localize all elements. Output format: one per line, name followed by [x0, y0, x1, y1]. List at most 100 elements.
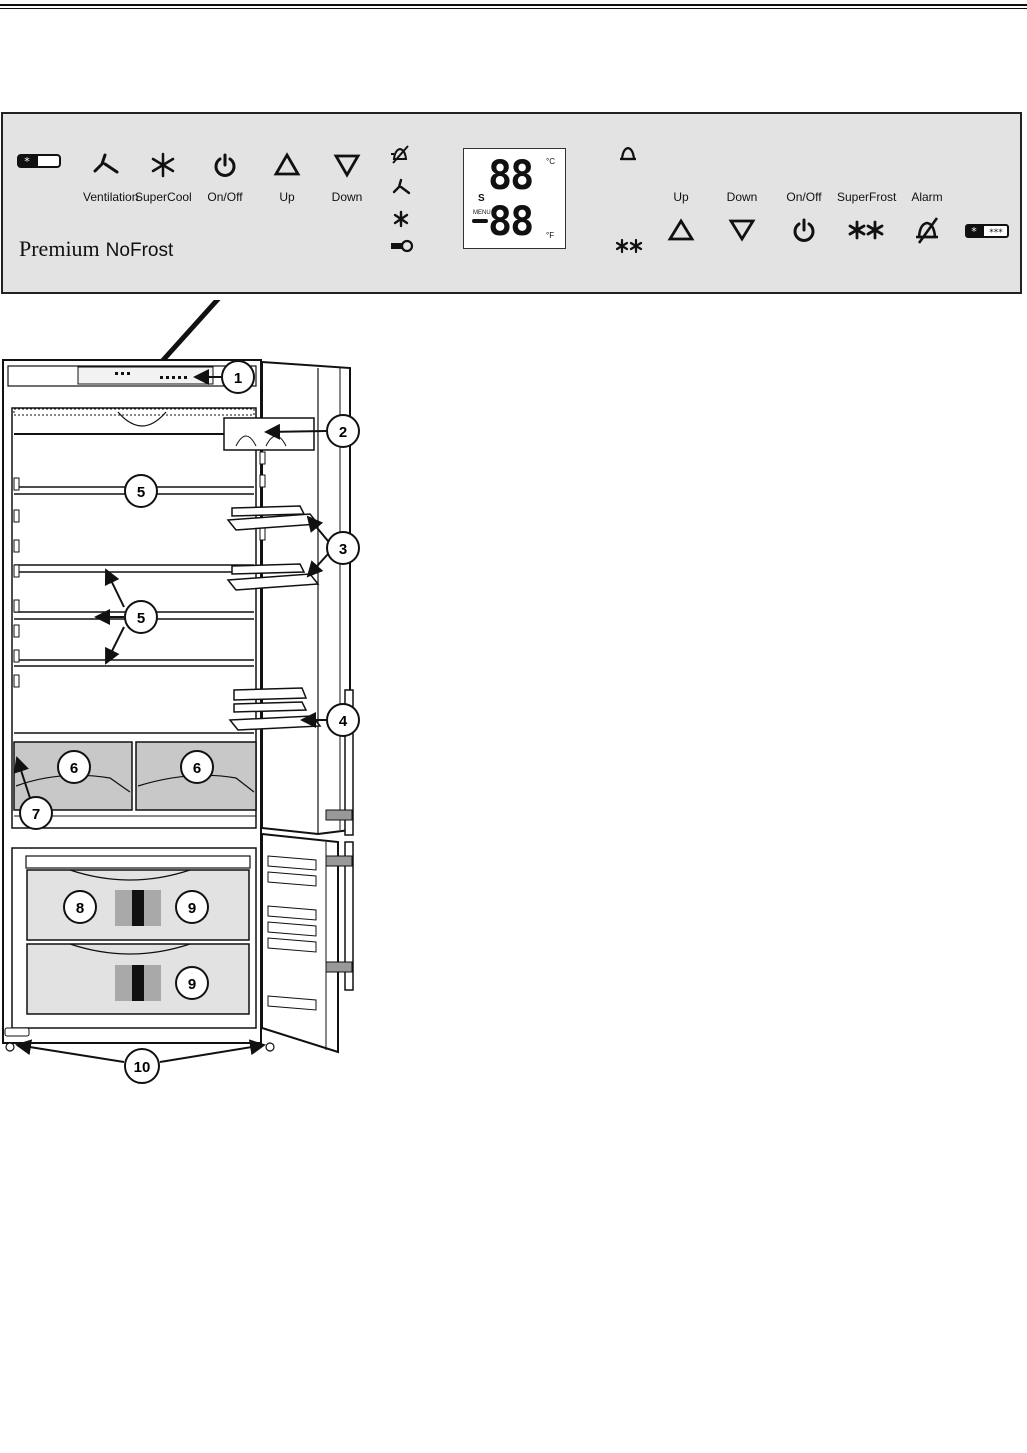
left-on-off-button[interactable]: On/Off	[203, 152, 247, 204]
svg-text:*: *	[24, 155, 30, 168]
right-up-button[interactable]: Up	[659, 190, 703, 242]
svg-text:9: 9	[188, 976, 196, 993]
right-on-off-button[interactable]: On/Off	[781, 190, 827, 242]
svg-text:10: 10	[134, 1059, 151, 1076]
left-on-off-label: On/Off	[207, 190, 243, 204]
freezer-door-handle	[344, 841, 354, 991]
ventilation-label: Ventilation	[83, 190, 139, 204]
unit-fahrenheit: °F	[546, 231, 555, 240]
right-on-off-label: On/Off	[786, 190, 822, 204]
header-rule-thin	[0, 8, 1027, 9]
door-shelf-slots	[259, 451, 266, 541]
control-strip	[77, 366, 214, 385]
left-up-button[interactable]: Up	[265, 152, 309, 204]
callout-6-right: 6	[180, 750, 214, 784]
callout-10: 10	[124, 1048, 160, 1084]
fridge-door-handle	[344, 689, 354, 836]
alarm-off-icon	[391, 145, 409, 164]
fridge-compartment-icon: *	[17, 154, 61, 168]
callout-8: 8	[63, 890, 97, 924]
door-dairy-box	[223, 417, 315, 451]
alarm-button[interactable]: Alarm	[905, 190, 949, 244]
freezer-compartment-indicator: * ***	[965, 224, 1009, 238]
brand-nofrost: NoFrost	[105, 240, 174, 261]
triangle-down-icon	[333, 154, 361, 178]
svg-text:3: 3	[339, 541, 347, 558]
svg-text:8: 8	[76, 900, 84, 917]
callout-2: 2	[326, 414, 360, 448]
svg-text:***: ***	[989, 228, 1003, 238]
fan-icon	[93, 153, 119, 174]
superfrost-icon	[615, 238, 643, 254]
key-lock-status	[390, 239, 414, 253]
double-star-icon	[848, 220, 884, 240]
power-icon	[214, 153, 236, 177]
power-icon	[793, 218, 815, 242]
door-bottle-racks	[226, 505, 322, 731]
refrigerator-diagram: 1 2 3 4 5 5 6 6 7 8 9 9	[2, 300, 360, 1084]
right-up-label: Up	[673, 190, 689, 204]
display-menu-indicator: MENU	[473, 210, 491, 216]
alarm-label: Alarm	[911, 190, 943, 204]
svg-text:2: 2	[339, 424, 347, 441]
svg-text:7: 7	[32, 806, 40, 823]
svg-text:6: 6	[70, 760, 78, 777]
callout-6-left: 6	[57, 750, 91, 784]
supercool-icon	[393, 210, 409, 228]
svg-text:*: *	[971, 225, 977, 238]
alarm-off-status	[389, 144, 411, 164]
kickplate-grille	[4, 1027, 30, 1037]
shelf-rails	[13, 477, 20, 688]
callout-5-middle: 5	[124, 600, 158, 634]
ventilation-button[interactable]: Ventilation	[83, 152, 139, 204]
superfrost-status	[615, 238, 643, 254]
menu-arrow-icon	[472, 219, 488, 223]
superfrost-label: SuperFrost	[837, 190, 897, 204]
ventilation-status	[391, 178, 411, 198]
right-down-button[interactable]: Down	[719, 190, 765, 242]
callout-9-lower: 9	[175, 966, 209, 1000]
header-rule	[0, 4, 1027, 6]
light-cover	[117, 411, 167, 427]
triangle-up-icon	[667, 218, 695, 241]
alarm-off-icon	[916, 217, 939, 244]
display-upper-digits: 88	[488, 153, 534, 199]
fan-icon	[392, 178, 411, 195]
callout-1: 1	[221, 360, 255, 394]
bell-icon	[620, 146, 636, 161]
supercool-button[interactable]: SuperCool	[135, 152, 192, 204]
callout-7: 7	[19, 796, 53, 830]
triangle-up-icon	[273, 152, 301, 176]
left-down-button[interactable]: Down	[325, 152, 369, 204]
supercool-label: SuperCool	[135, 190, 192, 204]
panel-pointer-arrow	[145, 300, 221, 380]
right-down-label: Down	[726, 190, 758, 204]
control-panel: * Ventilation SuperCool On/Off Up	[1, 112, 1022, 294]
svg-text:4: 4	[339, 713, 348, 730]
freezer-compartment-icon: * ***	[965, 224, 1009, 238]
fridge-compartment-indicator: *	[17, 154, 61, 168]
svg-text:5: 5	[137, 484, 145, 501]
left-up-label: Up	[279, 190, 295, 204]
supercool-status	[393, 210, 409, 228]
display-lower-digits: 88	[488, 199, 534, 245]
freezer-top-vent	[25, 855, 251, 869]
callout-5-top: 5	[124, 474, 158, 508]
control-strip-marks	[115, 372, 187, 379]
display-s-indicator: S	[478, 193, 485, 204]
svg-text:5: 5	[137, 610, 145, 627]
freezer-door-slots	[267, 855, 317, 1011]
bell-status	[619, 144, 637, 164]
triangle-down-icon	[728, 219, 756, 242]
callout-3: 3	[326, 531, 360, 565]
svg-text:1: 1	[234, 370, 242, 387]
superfrost-button[interactable]: SuperFrost	[837, 190, 897, 242]
callout-4: 4	[326, 703, 360, 737]
brand-premium: Premium	[19, 236, 100, 261]
unit-celsius: °C	[546, 157, 555, 166]
temperature-display: 88 88 °C °F S MENU	[463, 148, 566, 249]
svg-text:9: 9	[188, 900, 196, 917]
top-vent	[13, 408, 255, 416]
key-lock-icon	[391, 239, 414, 253]
callout-leaders	[13, 369, 329, 1063]
